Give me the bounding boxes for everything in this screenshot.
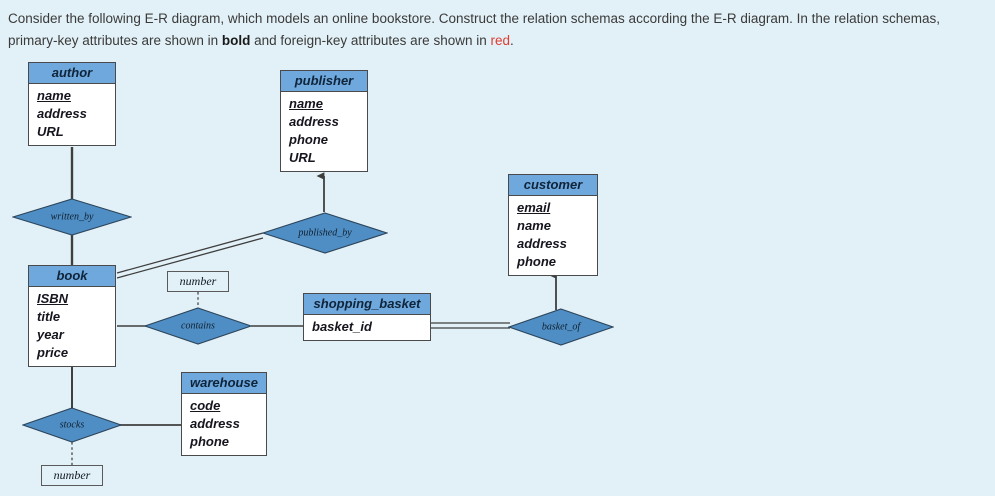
line-book-published_by-b <box>116 237 264 279</box>
entity-book-title: book <box>29 266 115 287</box>
stocks-diamond-shape <box>21 407 123 443</box>
entity-book-attributes: ISBN title year price <box>29 287 115 366</box>
entity-publisher[interactable]: publisher name address phone URL <box>280 70 368 172</box>
prompt-text: Consider the following E-R diagram, whic… <box>8 8 986 52</box>
entity-shopping-basket[interactable]: shopping_basket basket_id <box>303 293 431 341</box>
relationship-basket-of[interactable]: basket_of <box>507 308 615 346</box>
relationship-written-by[interactable]: written_by <box>11 198 133 236</box>
attribute-customer-email: email <box>517 200 551 215</box>
attribute-author-url: URL <box>37 124 64 139</box>
entity-author[interactable]: author name address URL <box>28 62 116 146</box>
entity-warehouse-title: warehouse <box>182 373 266 394</box>
attribute-book-price: price <box>37 345 69 360</box>
attribute-publisher-name: name <box>289 96 323 111</box>
attribute-book-year: year <box>37 327 64 342</box>
attribute-author-name: name <box>37 88 71 103</box>
prompt-text-part2: and foreign-key attributes are shown in <box>250 33 491 48</box>
entity-shopping-basket-title: shopping_basket <box>304 294 430 315</box>
relationship-contains[interactable]: contains <box>143 307 253 345</box>
published-by-diamond-shape <box>261 212 389 254</box>
relationship-stocks[interactable]: stocks <box>21 407 123 443</box>
attribute-book-title: title <box>37 309 61 324</box>
attribute-publisher-phone: phone <box>289 132 328 147</box>
attribute-customer-name: name <box>517 218 551 233</box>
prompt-text-part1: Consider the following E-R diagram, whic… <box>8 11 940 48</box>
attribute-book-isbn: ISBN <box>37 291 69 306</box>
attribute-box-contains-number-label: number <box>179 274 217 288</box>
attribute-warehouse-code: code <box>190 398 221 413</box>
entity-customer-attributes: email name address phone <box>509 196 597 275</box>
prompt-red-keyword: red <box>490 33 510 48</box>
attribute-customer-address: address <box>517 236 567 251</box>
attribute-publisher-url: URL <box>289 150 316 165</box>
attribute-shopping-basket-basket-id: basket_id <box>312 319 372 334</box>
entity-author-attributes: name address URL <box>29 84 115 145</box>
written-by-diamond-shape <box>11 198 133 236</box>
prompt-text-part3: . <box>510 33 514 48</box>
attribute-publisher-address: address <box>289 114 339 129</box>
attribute-box-contains-number[interactable]: number <box>167 271 229 292</box>
attribute-customer-phone: phone <box>517 254 556 269</box>
attribute-box-stocks-number-label: number <box>53 468 91 482</box>
attribute-author-address: address <box>37 106 87 121</box>
contains-diamond-shape <box>143 307 253 345</box>
line-book-published_by-a <box>116 232 264 274</box>
entity-author-title: author <box>29 63 115 84</box>
attribute-warehouse-phone: phone <box>190 434 229 449</box>
entity-publisher-title: publisher <box>281 71 367 92</box>
prompt-bold-keyword: bold <box>221 33 251 48</box>
entity-shopping-basket-attributes: basket_id <box>304 315 430 340</box>
entity-warehouse-attributes: code address phone <box>182 394 266 455</box>
attribute-box-stocks-number[interactable]: number <box>41 465 103 486</box>
entity-customer-title: customer <box>509 175 597 196</box>
er-diagram-canvas: author name address URL publisher name a… <box>0 52 995 496</box>
connector-lines <box>70 147 557 466</box>
entity-warehouse[interactable]: warehouse code address phone <box>181 372 267 456</box>
entity-publisher-attributes: name address phone URL <box>281 92 367 171</box>
relationship-published-by[interactable]: published_by <box>261 212 389 254</box>
basket-of-diamond-shape <box>507 308 615 346</box>
attribute-warehouse-address: address <box>190 416 240 431</box>
entity-customer[interactable]: customer email name address phone <box>508 174 598 276</box>
entity-book[interactable]: book ISBN title year price <box>28 265 116 367</box>
